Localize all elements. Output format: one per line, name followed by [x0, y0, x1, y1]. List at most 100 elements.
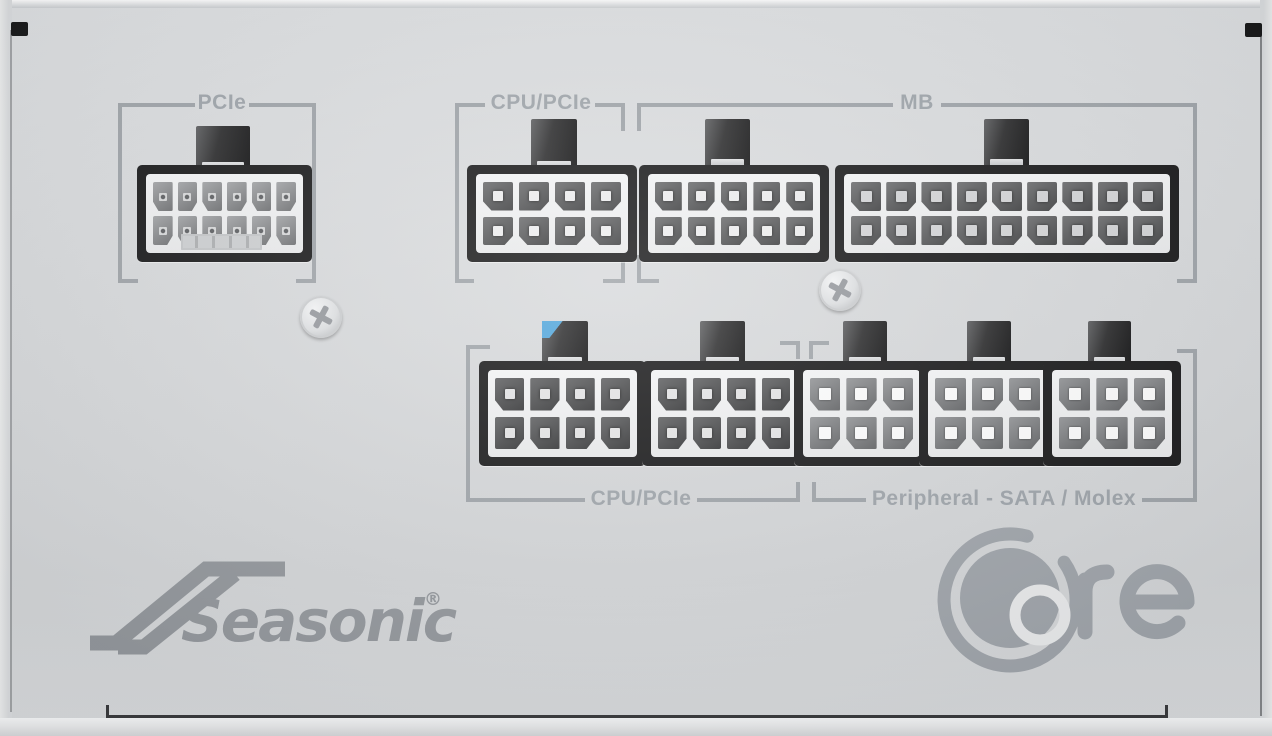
- pin-contact: [1142, 225, 1154, 236]
- bracket-peripheral: [1193, 349, 1197, 502]
- pin-contact: [794, 191, 805, 202]
- socket-pin: [1062, 216, 1093, 245]
- socket-pin: [972, 416, 1003, 449]
- socket-pin: [1062, 182, 1093, 211]
- socket-pin: [786, 182, 813, 211]
- seam-tick-left: [106, 705, 109, 717]
- pin-contact: [504, 389, 515, 400]
- bracket-peripheral: [809, 341, 813, 359]
- pin-contact: [493, 191, 503, 202]
- panel-left-seam: [10, 30, 12, 712]
- clip-slot: [531, 119, 577, 171]
- socket-pin: [1059, 416, 1091, 449]
- cpu-pcie-8pin-socket: [467, 165, 637, 262]
- socket-pin: [251, 182, 272, 211]
- pin-contact: [1036, 191, 1048, 202]
- pin-contact: [575, 427, 586, 438]
- clip-slot: [705, 119, 750, 169]
- pin-contact: [696, 225, 707, 236]
- socket-pin: [886, 216, 917, 245]
- pin-contact: [891, 426, 904, 439]
- seasonic-wordmark: Seasonic: [181, 587, 457, 655]
- pin-contact: [257, 226, 266, 235]
- socket-pin: [851, 216, 882, 245]
- clip-slot: [984, 119, 1029, 169]
- pin-contact: [610, 427, 621, 438]
- socket-pin: [153, 182, 173, 211]
- pin-contact: [1071, 191, 1083, 202]
- socket-pin: [753, 216, 781, 245]
- pin-contact: [736, 427, 747, 438]
- pin-contact: [860, 191, 872, 202]
- bracket-cpu-pcie-bottom: [697, 498, 800, 502]
- pin-contact: [770, 427, 781, 438]
- pin-contact: [1142, 191, 1154, 202]
- socket-pin: [565, 416, 595, 449]
- bracket-pcie: [118, 279, 138, 283]
- socket-pin: [882, 378, 913, 411]
- label-pcie: PCIe: [197, 91, 247, 114]
- panel-bottom-seam: [106, 715, 1168, 718]
- panel-bottom-rim: [0, 718, 1272, 736]
- pin-contact: [931, 191, 943, 202]
- socket-pin: [519, 216, 549, 245]
- pin-contact: [257, 192, 266, 201]
- socket-pin: [935, 416, 966, 449]
- panel-right-seam: [1260, 36, 1262, 716]
- bracket-pcie: [296, 279, 316, 283]
- pin-contact: [944, 388, 957, 401]
- peripheral-6pin-socket-1: [794, 361, 929, 466]
- pin-contact: [282, 192, 291, 201]
- socket-pin: [1096, 378, 1128, 411]
- pin-contact: [1143, 426, 1156, 439]
- socket-pin: [882, 416, 913, 449]
- pin-contact: [981, 426, 994, 439]
- socket-pin: [956, 216, 987, 245]
- pin-contact: [860, 225, 872, 236]
- bracket-cpu-pcie-top: [455, 279, 474, 283]
- pin-contact: [931, 225, 943, 236]
- pin-contact: [1068, 426, 1081, 439]
- pin-contact: [855, 388, 868, 401]
- pin-contact: [728, 225, 739, 236]
- pin-contact: [565, 225, 575, 236]
- pin-contact: [610, 389, 621, 400]
- pin-contact: [663, 225, 674, 236]
- socket-pin: [276, 216, 296, 245]
- pin-contact: [855, 426, 868, 439]
- pin-contact: [158, 192, 167, 201]
- label-cpu-pcie-bottom: CPU/PCIe: [590, 487, 692, 510]
- pin-contact: [1018, 388, 1031, 401]
- socket-pin: [727, 378, 756, 411]
- core-o-center: [1026, 601, 1054, 629]
- pin-contact: [601, 225, 611, 236]
- socket-pin: [1132, 182, 1163, 211]
- registered-mark: ®: [424, 589, 442, 610]
- pin-contact: [761, 191, 772, 202]
- bracket-mb: [637, 103, 893, 107]
- socket-pin: [495, 378, 525, 411]
- socket-pin: [1097, 182, 1128, 211]
- socket-pin: [921, 182, 952, 211]
- socket-pin: [1096, 416, 1128, 449]
- socket-pin: [655, 182, 682, 211]
- socket-pin: [1132, 216, 1163, 245]
- socket-pin: [761, 416, 790, 449]
- label-cpu-pcie-top: CPU/PCIe: [490, 91, 592, 114]
- bracket-cpu-pcie-bottom: [466, 345, 470, 502]
- pin-contact: [1143, 388, 1156, 401]
- bracket-mb: [941, 103, 1197, 107]
- pin-contact: [696, 191, 707, 202]
- pin-contact: [891, 388, 904, 401]
- bracket-mb: [637, 103, 641, 131]
- pin-contact: [158, 226, 167, 235]
- core-re-letters: [1077, 564, 1195, 640]
- phillips-screw: [819, 269, 861, 311]
- socket-pin: [692, 416, 721, 449]
- phillips-screw: [300, 296, 342, 338]
- socket-pin: [991, 216, 1023, 245]
- bracket-cpu-pcie-top: [621, 255, 625, 283]
- peripheral-6pin-socket-2: [919, 361, 1056, 466]
- cpu-pcie-8pin-socket-2: [642, 361, 806, 466]
- bracket-cpu-pcie-bottom: [780, 341, 800, 345]
